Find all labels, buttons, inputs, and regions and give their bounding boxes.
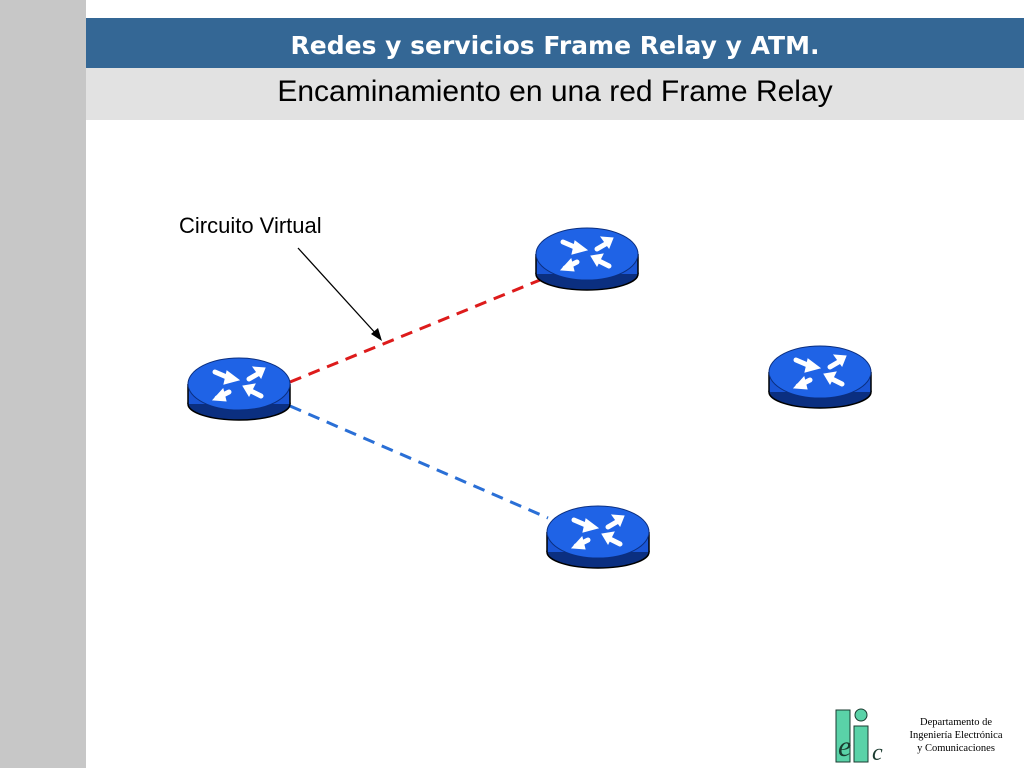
slide-subtitle: Encaminamiento en una red Frame Relay <box>277 75 833 108</box>
svg-text:c: c <box>872 740 883 764</box>
department-line-1: Departamento de <box>919 717 992 728</box>
svg-text:e: e <box>838 730 851 763</box>
router-left-icon <box>188 358 290 420</box>
virtual-circuit-label: Circuito Virtual <box>179 213 322 238</box>
router-bottom-icon <box>547 506 649 568</box>
department-text: Departamento de Ingeniería Electrónica y… <box>896 716 1016 755</box>
annotation-arrowhead-icon <box>371 328 382 341</box>
annotation-pointer-line <box>297 247 379 337</box>
left-sidebar-bar <box>0 0 86 768</box>
slide-subheader: Encaminamiento en una red Frame Relay <box>86 68 1024 120</box>
eic-logo-icon: e c <box>835 708 883 764</box>
slide-header: Redes y servicios Frame Relay y ATM. <box>86 18 1024 68</box>
virtual-circuit-blue <box>289 404 549 520</box>
router-top-icon <box>536 228 638 290</box>
department-line-2: Ingeniería Electrónica <box>909 730 1003 741</box>
department-line-3: y Comunicaciones <box>917 743 995 754</box>
slide-title: Redes y servicios Frame Relay y ATM. <box>290 31 820 60</box>
virtual-circuit-red <box>289 278 541 384</box>
router-right-icon <box>769 346 871 408</box>
